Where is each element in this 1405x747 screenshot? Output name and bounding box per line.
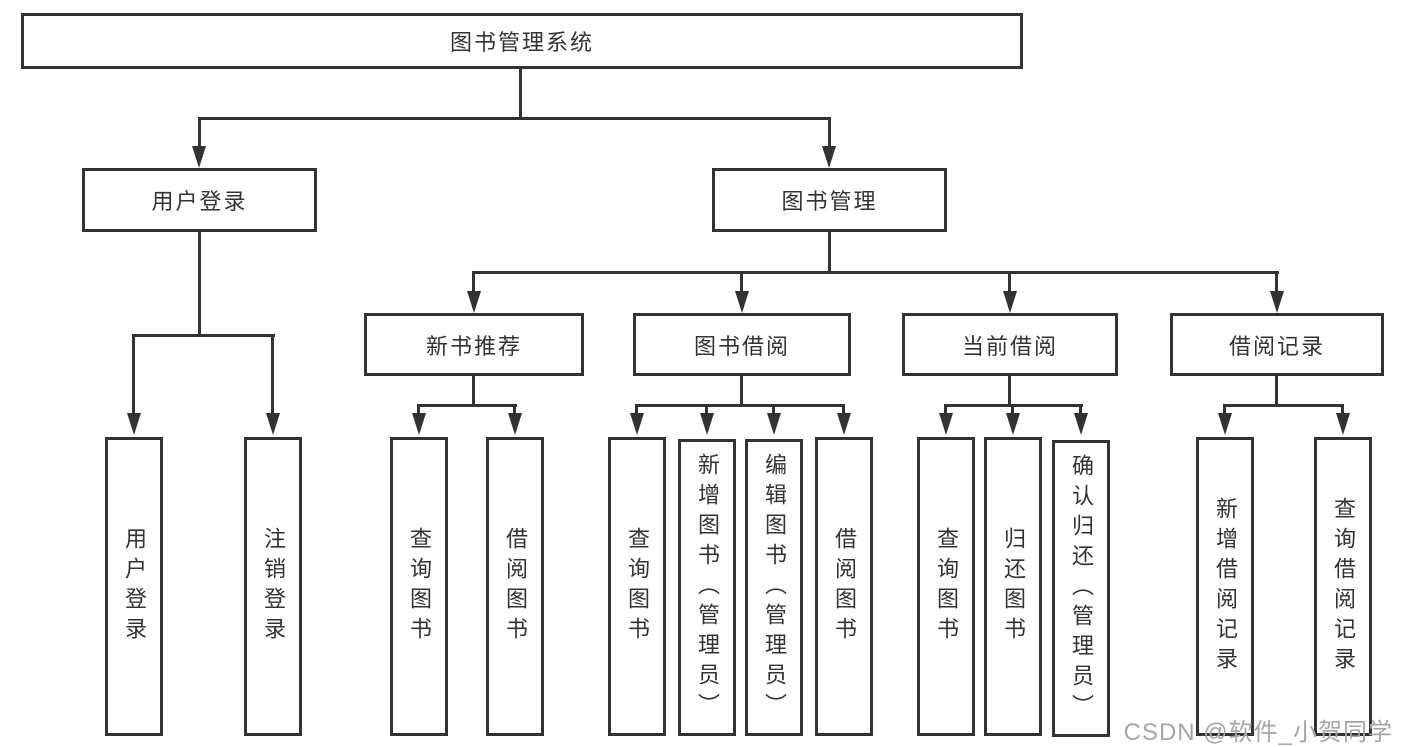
leaf-logout: 注销登录 — [244, 437, 302, 736]
arrow-down-icon — [822, 146, 836, 168]
arrow-down-icon — [192, 146, 206, 168]
arrow-down-icon — [837, 413, 851, 435]
arrow-down-icon — [127, 413, 141, 435]
node-label: 查询借阅记录 — [1331, 496, 1356, 677]
arrow-down-icon — [508, 413, 522, 435]
connector-line — [635, 404, 845, 407]
connector-line — [472, 376, 475, 407]
connector-line — [705, 404, 708, 415]
node-label: 借阅图书 — [832, 526, 857, 647]
node-label: 查询图书 — [934, 526, 959, 647]
arrow-down-icon — [412, 413, 426, 435]
connector-line — [132, 334, 275, 337]
arrow-down-icon — [939, 413, 953, 435]
connector-line — [828, 117, 831, 148]
connector-line — [198, 117, 831, 120]
node-label: 图书管理 — [781, 189, 878, 214]
connector-line — [198, 117, 201, 148]
connector-line — [635, 404, 638, 415]
arrow-down-icon — [1003, 291, 1017, 313]
arrow-down-icon — [735, 291, 749, 313]
node-label: 新书推荐 — [425, 333, 522, 359]
leaf-user-login: 用户登录 — [105, 437, 163, 736]
node-label: 确认归还（管理员） — [1069, 453, 1094, 724]
node-label: 用户登录 — [151, 189, 248, 214]
node-label: 归还图书 — [1001, 526, 1026, 647]
connector-line — [513, 404, 516, 415]
arrow-down-icon — [1074, 413, 1088, 435]
node-user-login: 用户登录 — [82, 168, 317, 232]
leaf-search-books-current: 查询图书 — [917, 437, 975, 736]
node-label: 图书借阅 — [693, 333, 790, 359]
connector-line — [772, 404, 775, 415]
node-label: 当前借阅 — [961, 333, 1058, 359]
node-label: 查询图书 — [407, 526, 432, 647]
connector-line — [472, 271, 475, 293]
connector-line — [1011, 404, 1014, 415]
node-label: 借阅图书 — [503, 526, 528, 647]
leaf-borrow-books-borrowing: 借阅图书 — [815, 437, 873, 736]
connector-line — [1008, 271, 1011, 293]
connector-line — [740, 376, 743, 407]
arrow-down-icon — [1006, 413, 1020, 435]
node-library-management-system: 图书管理系统 — [21, 13, 1023, 69]
node-book-management: 图书管理 — [712, 168, 947, 232]
node-label: 查询图书 — [625, 526, 650, 647]
node-label: 新增借阅记录 — [1213, 496, 1238, 677]
arrow-down-icon — [630, 413, 644, 435]
node-label: 用户登录 — [122, 526, 147, 647]
leaf-search-books-borrowing: 查询图书 — [608, 437, 666, 736]
arrow-down-icon — [767, 413, 781, 435]
node-book-borrowing: 图书借阅 — [633, 313, 851, 376]
node-new-book-recommendation: 新书推荐 — [364, 313, 584, 376]
arrow-down-icon — [467, 291, 481, 313]
arrow-down-icon — [1270, 291, 1284, 313]
connector-line — [472, 271, 1279, 274]
node-label: 借阅记录 — [1228, 333, 1325, 359]
leaf-search-borrow-record: 查询借阅记录 — [1314, 437, 1372, 736]
connector-line — [1223, 404, 1226, 415]
connector-line — [1079, 404, 1082, 415]
node-label: 新增图书（管理员） — [695, 452, 720, 723]
leaf-search-books-recommend: 查询图书 — [390, 437, 448, 736]
connector-line — [417, 404, 420, 415]
connector-line — [198, 232, 201, 335]
arrow-down-icon — [1336, 413, 1350, 435]
node-current-borrowing: 当前借阅 — [902, 313, 1118, 376]
connector-line — [842, 404, 845, 415]
node-label: 编辑图书（管理员） — [762, 452, 787, 723]
leaf-add-borrow-record: 新增借阅记录 — [1196, 437, 1254, 736]
arrow-down-icon — [1218, 413, 1232, 435]
connector-line — [944, 404, 947, 415]
connector-line — [271, 334, 274, 415]
leaf-confirm-return-admin: 确认归还（管理员） — [1052, 440, 1110, 737]
arrow-down-icon — [266, 413, 280, 435]
node-label: 图书管理系统 — [449, 30, 594, 55]
leaf-return-books: 归还图书 — [984, 437, 1042, 736]
arrow-down-icon — [700, 413, 714, 435]
connector-line — [828, 232, 831, 272]
node-borrowing-records: 借阅记录 — [1170, 313, 1384, 376]
connector-line — [519, 69, 522, 118]
connector-line — [132, 334, 135, 415]
connector-line — [740, 271, 743, 293]
connector-line — [1275, 376, 1278, 407]
node-label: 注销登录 — [261, 526, 286, 647]
leaf-add-book-admin: 新增图书（管理员） — [678, 439, 736, 736]
connector-line — [417, 404, 517, 407]
connector-line — [1275, 271, 1278, 293]
connector-line — [1341, 404, 1344, 415]
leaf-borrow-books-recommend: 借阅图书 — [486, 437, 544, 736]
leaf-edit-book-admin: 编辑图书（管理员） — [745, 439, 803, 736]
connector-line — [1008, 376, 1011, 407]
connector-line — [1223, 404, 1344, 407]
watermark: CSDN @软件_小贺同学 — [1123, 719, 1393, 746]
